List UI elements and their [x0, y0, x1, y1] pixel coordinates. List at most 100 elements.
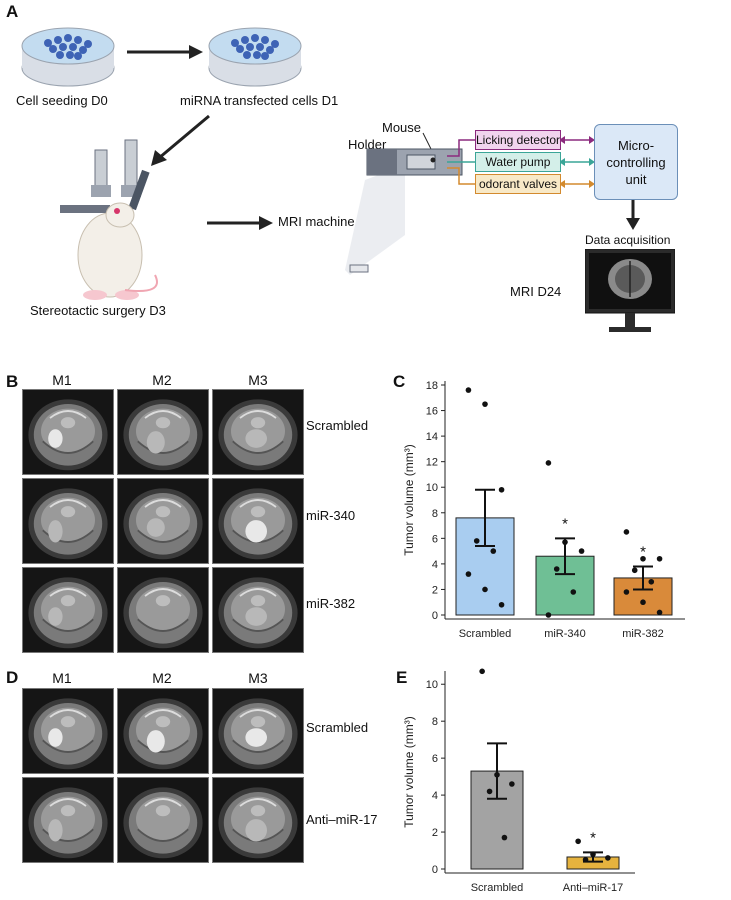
y-tick-label: 2: [432, 584, 438, 596]
transfected-cells-label: miRNA transfected cells D1: [180, 93, 339, 108]
panel-b-row-mir340: miR-340: [306, 508, 356, 523]
data-point: [479, 668, 485, 675]
data-point: [509, 781, 515, 787]
monitor-icon: [585, 249, 675, 332]
data-point: [482, 401, 488, 407]
y-tick-label: 10: [426, 679, 438, 691]
data-point: [656, 609, 663, 616]
data-point: [545, 612, 552, 618]
arrow-down-icon: [626, 200, 640, 230]
data-point: [582, 856, 589, 863]
panel-d-row-scrambled: Scrambled: [306, 720, 369, 735]
panel-d-mri-r1-c3: [212, 688, 304, 774]
y-tick-label: 12: [426, 457, 438, 469]
panel-b-mri-r3-c3: [212, 567, 304, 653]
data-point: [590, 851, 596, 858]
arrow-down-left-icon: [151, 114, 210, 166]
panel-d-mri-r2-c3: [212, 777, 304, 863]
panel-label-d: D: [6, 668, 19, 687]
data-point: [490, 548, 497, 554]
panel-b-row-scrambled: Scrambled: [306, 418, 369, 433]
category-label-2: miR-340: [544, 628, 586, 640]
category-label-1: Scrambled: [459, 628, 512, 640]
odorant-valves-box: odorant valves: [475, 174, 561, 194]
panel-b-mri-r1-c3: [212, 389, 304, 475]
holder-label: Holder: [348, 137, 387, 152]
data-point: [482, 586, 488, 593]
panel-b-mri-r2-c3: [212, 478, 304, 564]
mri-d24-label: MRI D24: [510, 284, 562, 299]
micro-line-1: Micro-: [617, 138, 655, 153]
panel-d-mri-r1-c1: [22, 688, 114, 774]
petri-dish-transfected-icon: [208, 27, 302, 87]
data-point: [486, 788, 493, 795]
data-point: [494, 771, 500, 778]
category-label-1: Scrambled: [471, 882, 524, 894]
data-point: [623, 529, 630, 535]
data-point: [623, 589, 630, 595]
data-point: [465, 571, 472, 577]
panel-b-column-m1: M1: [52, 372, 72, 388]
panel-b-mri-r3-c1: [22, 567, 114, 653]
data-point: [562, 539, 568, 545]
data-point: [570, 589, 577, 595]
panel-d-row-anti-mir17: Anti–miR-17: [306, 812, 378, 827]
data-point: [575, 838, 581, 845]
panel-d-mri-r2-c1: [22, 777, 114, 863]
panel-b-column-m3: M3: [248, 372, 268, 388]
mouse-label: Mouse: [382, 120, 422, 135]
category-label-3: miR-382: [622, 628, 664, 640]
stereotactic-surgery-label: Stereotactic surgery D3: [30, 303, 166, 318]
bar-3: [613, 577, 673, 616]
data-point: [545, 460, 552, 466]
mri-machine-label: MRI machine: [278, 214, 355, 229]
panel-b-mri-r1-c2: [117, 389, 209, 475]
data-point: [473, 538, 480, 544]
significance-star-2: *: [562, 515, 568, 532]
y-tick-label: 6: [432, 753, 438, 765]
y-tick-label: 6: [432, 533, 438, 545]
mri-holder-icon: [345, 132, 463, 275]
data-point: [498, 486, 505, 493]
data-point: [656, 555, 663, 562]
data-point: [578, 548, 585, 554]
micro-line-2: controlling: [606, 155, 666, 170]
panel-b-row-mir382: miR-382: [306, 596, 356, 611]
data-point: [640, 599, 646, 606]
y-tick-label: 4: [432, 790, 438, 802]
mouse-surgery-icon: [60, 139, 158, 300]
micro-controlling-unit-box: Micro- controlling unit: [594, 124, 678, 200]
y-tick-label: 4: [432, 559, 438, 571]
data-point: [553, 566, 560, 572]
panel-b-mri-r3-c2: [117, 567, 209, 653]
y-tick-label: 0: [432, 610, 438, 622]
data-point: [465, 387, 472, 393]
y-axis-label: Tumor volume (mm³): [402, 716, 416, 828]
water-pump-box: Water pump: [475, 152, 561, 172]
panel-d-mri-r1-c2: [117, 688, 209, 774]
arrow-right-icon: [127, 45, 203, 59]
y-tick-label: 10: [426, 482, 438, 494]
data-point: [605, 855, 611, 861]
y-tick-label: 14: [426, 431, 438, 443]
data-point: [648, 578, 655, 585]
y-tick-label: 8: [432, 508, 438, 520]
panel-d-column-m2: M2: [152, 670, 172, 686]
y-tick-label: 2: [432, 827, 438, 839]
y-tick-label: 8: [432, 716, 438, 728]
panel-label-c: C: [393, 372, 406, 391]
significance-star-2: *: [590, 829, 596, 846]
cell-seeding-label: Cell seeding D0: [16, 93, 108, 108]
data-point: [498, 601, 505, 608]
panel-label-a: A: [6, 2, 19, 21]
micro-line-3: unit: [625, 172, 647, 187]
petri-dish-seeding-icon: [21, 27, 115, 87]
panel-b-mri-r2-c2: [117, 478, 209, 564]
y-tick-label: 0: [432, 864, 438, 876]
significance-star-3: *: [640, 543, 646, 560]
panel-d-column-m1: M1: [52, 670, 72, 686]
licking-detector-box: Licking detector: [475, 130, 561, 150]
panel-label-e: E: [396, 668, 408, 687]
